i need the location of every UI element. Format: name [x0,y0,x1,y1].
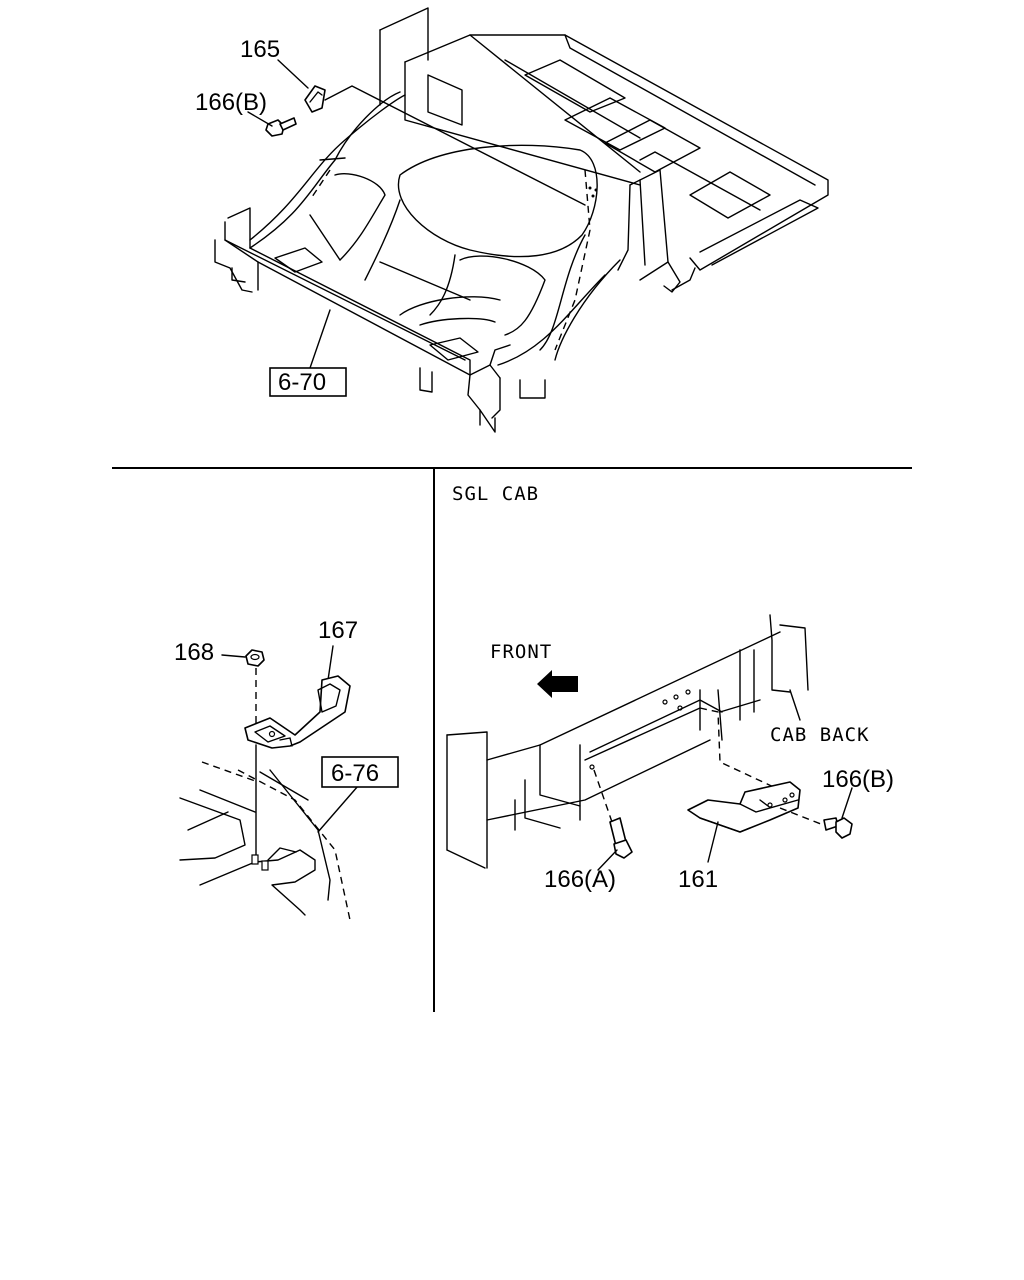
ref-box-6-76: 6-76 [331,760,379,787]
part-166b-bolt-top [265,117,297,137]
cab-rear-structure [446,614,809,869]
axis-166a [593,769,613,823]
callout-168: 168 [174,639,214,666]
leader-6-76 [317,785,359,833]
ref-box-6-76-frame [321,756,399,788]
part-168-nut [245,649,265,667]
callout-161: 161 [678,866,718,893]
part-167-bracket [244,675,351,749]
leader-166a [597,849,618,871]
part-165-bracket [304,85,326,113]
cab-floor-illustration [214,7,829,433]
callout-166a: 166(A) [544,866,616,893]
leader-166b-right [841,787,853,819]
ref-box-6-70-frame [269,367,347,397]
callout-165: 165 [240,36,280,63]
front-arrow-icon [537,670,578,698]
callout-166b-right: 166(B) [822,766,894,793]
part-166a-bolt [609,817,633,859]
floor-detail-outline [179,761,351,921]
leader-cab-back [789,689,801,721]
part-166b-bolt-right [823,817,853,839]
axis-166b-right [779,807,827,827]
leader-167 [327,645,334,681]
part-161-bracket [687,781,801,833]
ref-box-6-70: 6-70 [278,369,326,396]
leader-168 [221,654,246,658]
cab-back-label: CAB BACK [770,724,870,746]
callout-167: 167 [318,617,358,644]
front-label: FRONT [490,641,552,663]
leader-166b-top [247,111,273,127]
callout-166b-top: 166(B) [195,89,267,116]
leader-165 [277,59,309,89]
section-title-sgl-cab: SGL CAB [452,483,539,505]
leader-161 [707,821,719,863]
axis-161-upper [699,707,781,791]
leader-165-to-floor [324,85,586,206]
leader-6-70 [309,309,331,369]
